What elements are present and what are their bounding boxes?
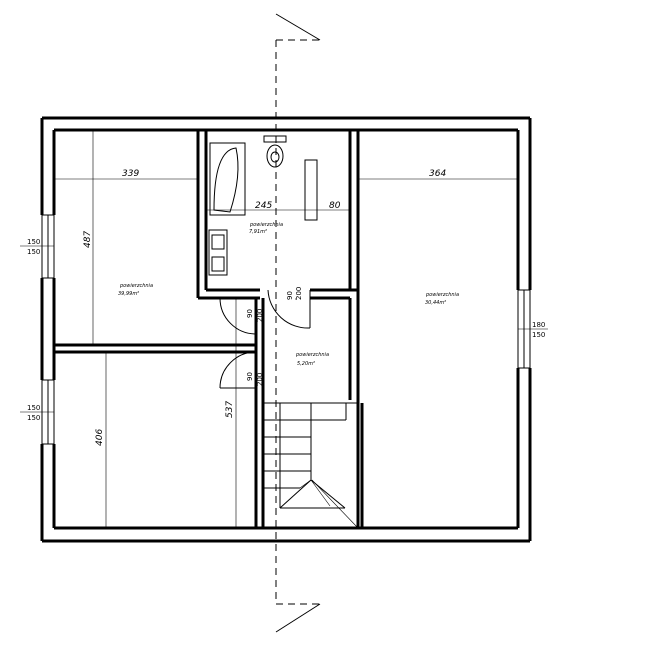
window-left-top — [41, 214, 55, 279]
dim-door-1-a: 90 — [246, 309, 254, 318]
dimension-lines — [20, 130, 548, 528]
dim-window-right-a: 180 — [532, 321, 545, 329]
room-right-area: 30,44m² — [425, 300, 446, 306]
interior-walls — [54, 130, 364, 528]
dim-corridor-height: 537 — [225, 401, 235, 418]
dim-window-left-top-a: 150 — [27, 238, 40, 246]
room-top-left-label: powierzchnia — [119, 283, 153, 289]
room-hall-label: powierzchnia — [295, 352, 329, 358]
staircase — [262, 402, 359, 529]
room-right-label: powierzchnia — [425, 292, 459, 298]
sink — [208, 229, 228, 276]
room-label-right: powierzchnia 30,44m² — [425, 292, 459, 306]
door-bathroom — [267, 289, 311, 329]
bathtub — [209, 142, 246, 216]
door-bottom-left-room — [219, 351, 257, 389]
dim-door-2-a: 90 — [246, 372, 254, 381]
dim-window-right-b: 150 — [532, 331, 545, 339]
dim-bathroom-width: 245 — [255, 201, 272, 211]
dim-window-left-top-b: 150 — [27, 248, 40, 256]
dim-room-right-width: 364 — [429, 169, 446, 179]
dim-door-2-b: 200 — [256, 373, 264, 386]
dim-door-bath-b: 200 — [295, 287, 303, 300]
room-hall-area: 5,20m² — [297, 361, 315, 367]
dim-room-top-left-width: 339 — [122, 169, 139, 179]
dim-room-bottom-left-height: 406 — [95, 429, 105, 446]
room-bathroom-area: 7,91m² — [249, 229, 267, 235]
dim-door-bath-a: 90 — [286, 291, 294, 300]
room-label-bathroom: powierzchnia 7,91m² — [249, 222, 283, 235]
room-label-hall: powierzchnia 5,20m² — [295, 352, 329, 367]
room-label-top-left: powierzchnia 39,99m² — [118, 283, 153, 297]
outer-walls — [40, 116, 532, 543]
section-line — [275, 13, 321, 633]
door-top-left-room — [219, 297, 257, 335]
dim-door-1-b: 200 — [256, 309, 264, 322]
room-bathroom-label: powierzchnia — [249, 222, 283, 228]
dim-window-left-bottom-a: 150 — [27, 404, 40, 412]
dim-room-top-left-height: 487 — [83, 231, 93, 248]
toilet — [263, 135, 287, 168]
dim-bathroom-side: 80 — [329, 201, 341, 211]
dim-window-left-bottom-b: 150 — [27, 414, 40, 422]
shower-panel — [304, 159, 318, 221]
room-top-left-area: 39,99m² — [118, 291, 139, 297]
